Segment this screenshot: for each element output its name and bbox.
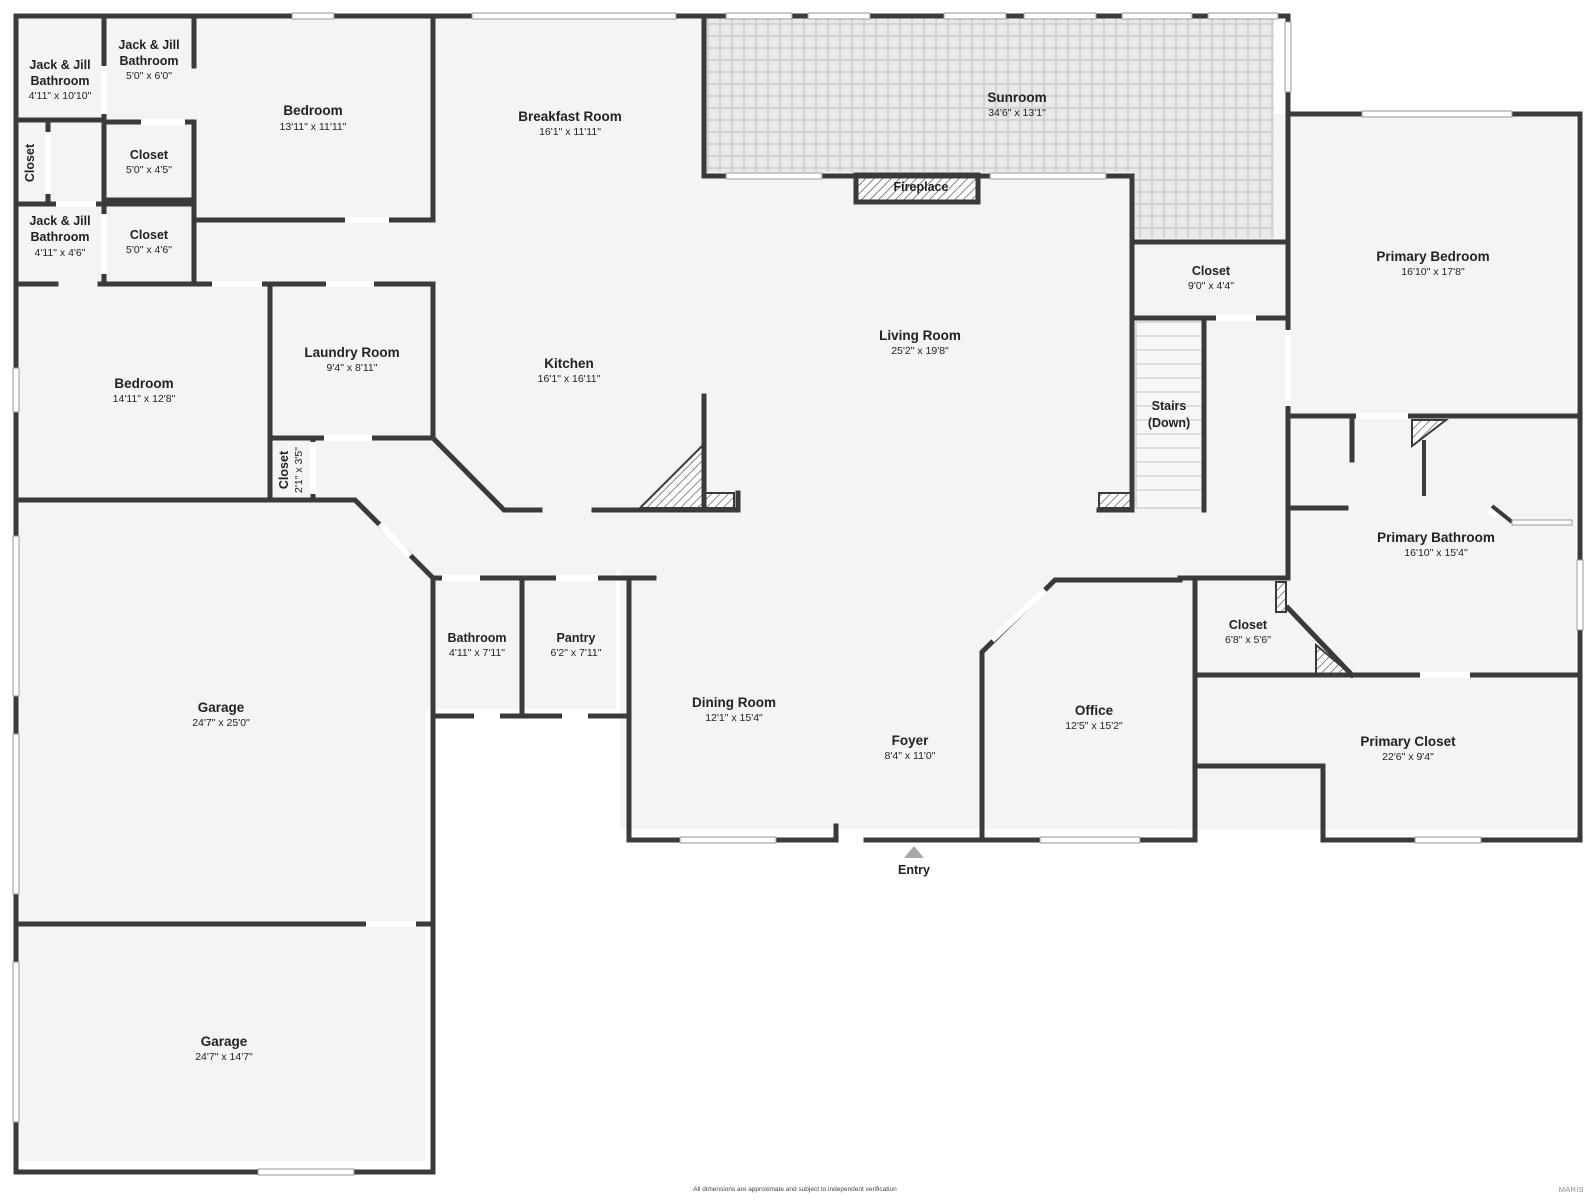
primary-bedroom-dims: 16'10" x 17'8" bbox=[1401, 266, 1465, 278]
jj-bath-2-name-a: Jack & Jill bbox=[118, 38, 179, 52]
jj-bath-3-name-b: Bathroom bbox=[30, 230, 89, 244]
bathroom-dims: 4'11" x 7'11" bbox=[449, 647, 505, 659]
garage-1-dims: 24'7" x 25'0" bbox=[192, 717, 250, 729]
sunroom-name: Sunroom bbox=[987, 90, 1046, 105]
closet-c-name: Closet bbox=[130, 228, 169, 242]
dining-name: Dining Room bbox=[692, 695, 776, 710]
door-openings bbox=[45, 66, 1470, 927]
footer-disclaimer: All dimensions are approximate and subje… bbox=[693, 1186, 897, 1193]
kitchen-dims: 16'1" x 16'11" bbox=[538, 373, 601, 385]
laundry-dims: 9'4" x 8'11" bbox=[327, 362, 378, 374]
office-dims: 12'5" x 15'2" bbox=[1065, 720, 1123, 732]
primary-bath-dims: 16'10" x 15'4" bbox=[1404, 547, 1468, 559]
fireplace-name: Fireplace bbox=[894, 180, 949, 194]
living-dims: 25'2" x 19'8" bbox=[891, 345, 949, 357]
office-name: Office bbox=[1075, 703, 1114, 718]
laundry-name: Laundry Room bbox=[304, 345, 399, 360]
windows bbox=[12, 12, 1584, 1176]
foyer-name: Foyer bbox=[892, 733, 930, 748]
primary-bedroom-name: Primary Bedroom bbox=[1376, 249, 1489, 264]
closet-d-dims: 9'0" x 4'4" bbox=[1188, 280, 1234, 292]
jj-bath-1-dims: 4'11" x 10'10" bbox=[29, 90, 92, 102]
foyer-dims: 8'4" x 11'0" bbox=[885, 750, 936, 762]
closet-d-name: Closet bbox=[1192, 264, 1231, 278]
closet-e-dims: 2'1" x 3'5" bbox=[293, 447, 305, 493]
closet-a-name: Closet bbox=[130, 148, 169, 162]
primary-bath-window bbox=[1511, 519, 1573, 526]
bedroom-top-dims: 13'11" x 11'11" bbox=[280, 121, 347, 133]
stairs-dims: (Down) bbox=[1148, 416, 1190, 430]
floor-fills bbox=[16, 16, 1576, 1161]
closet-f-name: Closet bbox=[1229, 618, 1268, 632]
watermark-logo: MARIS bbox=[1558, 1185, 1584, 1194]
primary-bath-name: Primary Bathroom bbox=[1377, 530, 1495, 545]
jj-bath-2-name-b: Bathroom bbox=[119, 54, 178, 68]
garage-1-name: Garage bbox=[198, 700, 245, 715]
garage-2-name: Garage bbox=[201, 1034, 248, 1049]
hatched-features bbox=[637, 174, 1449, 676]
closet-c-dims: 5'0" x 4'6" bbox=[126, 244, 172, 256]
closet-f-dims: 6'8" x 5'6" bbox=[1225, 634, 1271, 646]
entry-label: Entry bbox=[898, 863, 930, 877]
bathroom-name: Bathroom bbox=[447, 631, 506, 645]
bedroom-left-dims: 14'11" x 12'8" bbox=[113, 393, 176, 405]
breakfast-name: Breakfast Room bbox=[518, 109, 622, 124]
kitchen-name: Kitchen bbox=[544, 356, 594, 371]
closet-b-name: Closet bbox=[23, 143, 37, 182]
garage-2-dims: 24'7" x 14'7" bbox=[195, 1051, 253, 1063]
dining-dims: 12'1" x 15'4" bbox=[705, 712, 763, 724]
closet-a-dims: 5'0" x 4'5" bbox=[126, 164, 172, 176]
breakfast-dims: 16'1" x 11'11" bbox=[539, 126, 601, 138]
entry-arrow-icon bbox=[904, 846, 924, 858]
primary-bath-fixtures bbox=[1422, 440, 1514, 524]
primary-closet-dims: 22'6" x 9'4" bbox=[1382, 751, 1434, 763]
stairs-name: Stairs bbox=[1152, 399, 1187, 413]
jj-bath-1-name-b: Bathroom bbox=[30, 74, 89, 88]
bedroom-top-name: Bedroom bbox=[283, 103, 342, 118]
room-labels: Jack & Jill Bathroom 4'11" x 10'10" Jack… bbox=[23, 38, 1495, 1063]
sunroom-dims: 34'6" x 13'1" bbox=[988, 107, 1046, 119]
closet-e-name: Closet bbox=[277, 450, 291, 489]
living-name: Living Room bbox=[879, 328, 961, 343]
pantry-dims: 6'2" x 7'11" bbox=[551, 647, 602, 659]
stairs-treads bbox=[1135, 321, 1205, 509]
primary-closet-name: Primary Closet bbox=[1360, 734, 1456, 749]
bedroom-left-name: Bedroom bbox=[114, 376, 173, 391]
jj-bath-3-dims: 4'11" x 4'6" bbox=[35, 247, 86, 259]
jj-bath-3-name-a: Jack & Jill bbox=[29, 214, 90, 228]
angled-door-openings bbox=[377, 507, 1499, 643]
jj-bath-1-name-a: Jack & Jill bbox=[29, 58, 90, 72]
pantry-name: Pantry bbox=[557, 631, 596, 645]
jj-bath-2-dims: 5'0" x 6'0" bbox=[126, 70, 172, 82]
